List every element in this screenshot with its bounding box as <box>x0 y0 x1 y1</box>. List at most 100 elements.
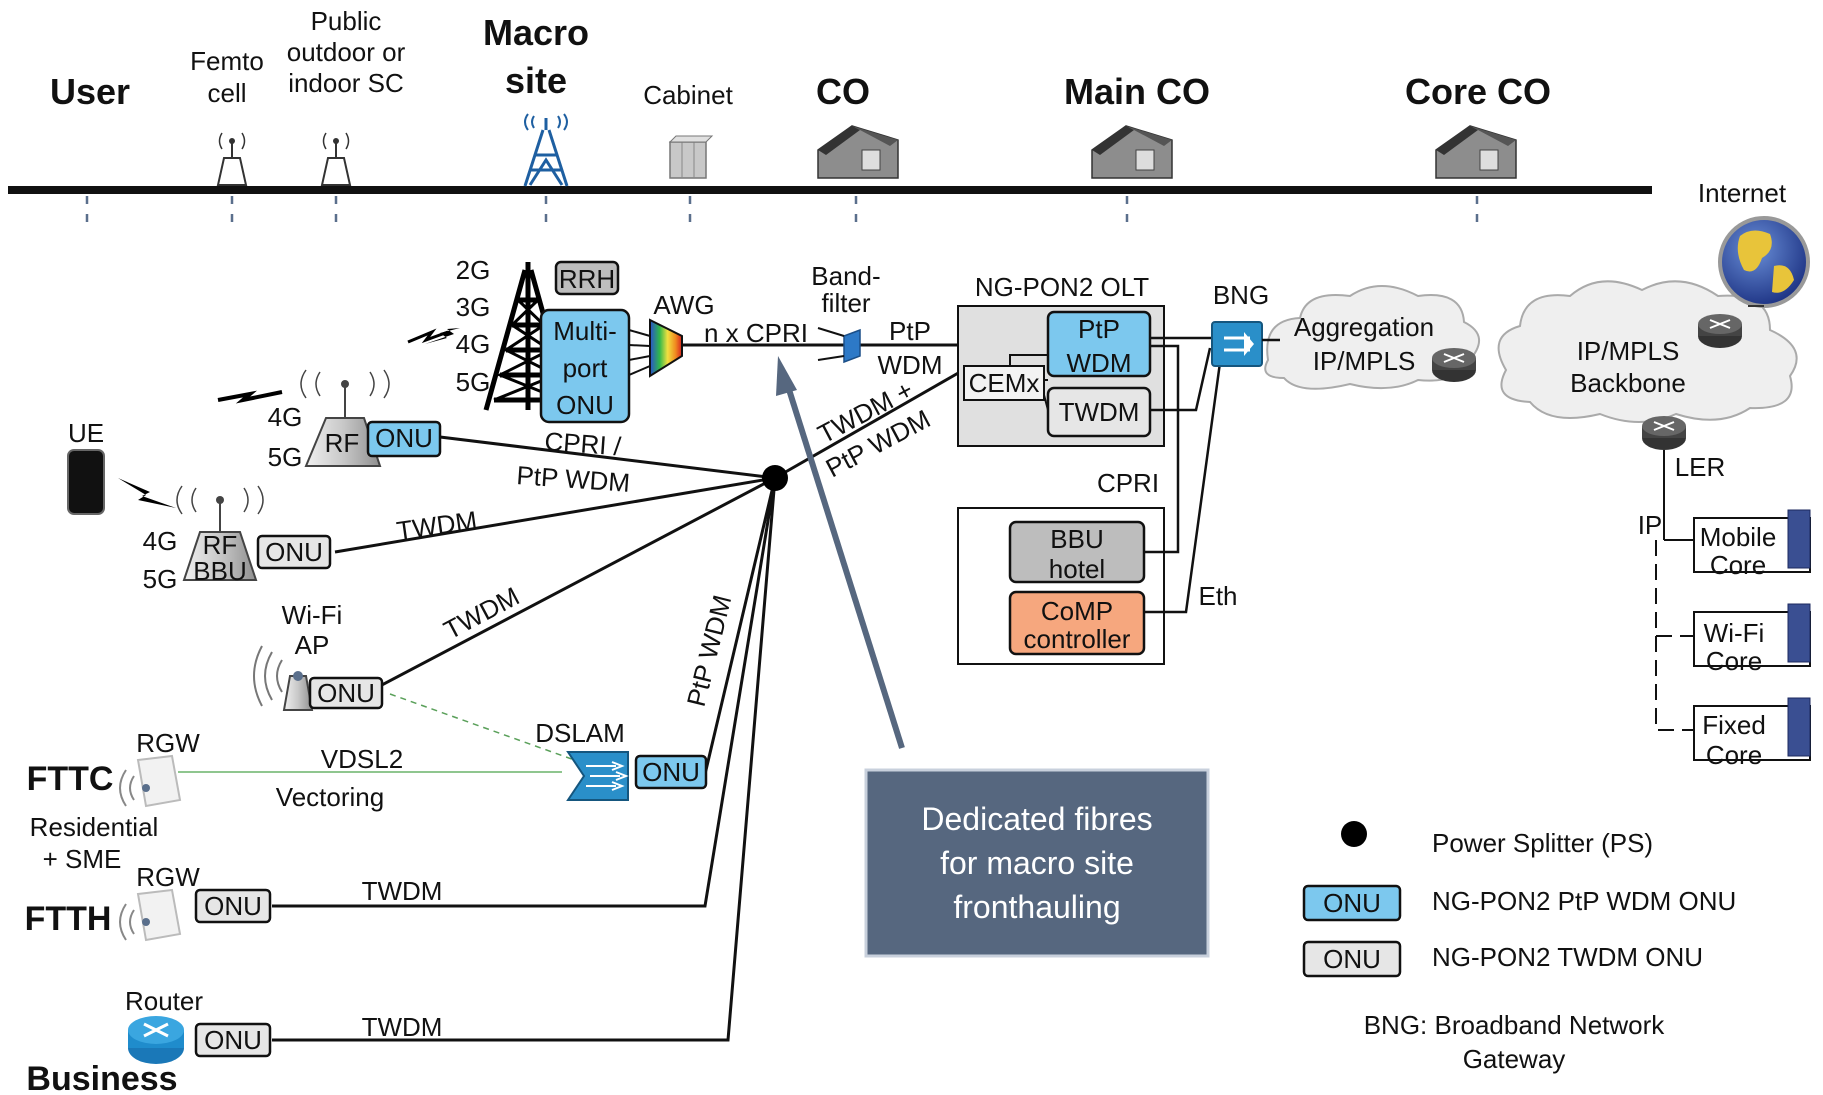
rf1-onu-box <box>366 420 442 458</box>
wifi-ap-icon <box>282 675 314 711</box>
rrh-box <box>554 260 620 296</box>
label-user: User <box>50 71 130 112</box>
legend-ptp-onu-text: ONU <box>1323 888 1381 918</box>
wifi-dslam-link <box>389 693 581 763</box>
wifi-ap-1: Wi-Fi <box>282 600 343 630</box>
comp-box <box>1008 590 1146 656</box>
legend-twdm-onu-box <box>1302 940 1402 978</box>
ptp-label-2: WDM <box>878 350 943 380</box>
ptp-wdm-vertical: PtP WDM <box>681 592 738 710</box>
awg-icon <box>649 318 683 378</box>
ler-router-icon <box>1642 416 1686 450</box>
rf1-label: RF <box>325 428 360 458</box>
cpri-ptp-1: CPRI / <box>544 426 623 461</box>
server-icon <box>1787 697 1811 757</box>
olt-bng-links <box>1144 336 1224 614</box>
business-label: Business <box>26 1060 177 1095</box>
label-femto-1: Femto <box>190 46 264 76</box>
legend-bng-2: Gateway <box>1463 1044 1566 1074</box>
rf-bbu-icon <box>182 531 258 581</box>
bandfilter-2: filter <box>821 288 870 318</box>
olt-title: NG-PON2 OLT <box>975 272 1149 302</box>
legend-ps-label: Power Splitter (PS) <box>1432 828 1653 858</box>
rfbbu-1: RF <box>203 530 238 560</box>
rf1-gen-4g: 4G <box>268 402 303 432</box>
aggregation-cloud: Aggregation IP/MPLS <box>1264 285 1480 390</box>
small-cell-icon <box>320 132 352 186</box>
bb-2: Backbone <box>1570 368 1686 398</box>
twdm-label-2: TWDM <box>439 581 524 645</box>
vdsl-2: Vectoring <box>276 782 384 812</box>
mobile-core-1: Mobile <box>1700 522 1777 552</box>
comp-2: controller <box>1024 624 1131 654</box>
olt-ptp-2: WDM <box>1067 348 1132 378</box>
business-router-icon <box>128 1016 184 1064</box>
router-label: Router <box>125 986 203 1016</box>
olt-cpri: CPRI <box>1097 468 1159 498</box>
femto-cell-icon <box>216 132 248 186</box>
legend-twdm-onu-text: ONU <box>1323 944 1381 974</box>
cemx-box <box>963 365 1045 401</box>
residential-1: Residential <box>30 812 159 842</box>
rf2-gen-4g: 4G <box>143 526 178 556</box>
dslam-onu-label: ONU <box>642 757 700 787</box>
business-onu-label: ONU <box>204 1025 262 1055</box>
core-servers: IP Mobile Core Wi-Fi Core Fixed Core <box>1638 450 1811 770</box>
label-co: CO <box>816 71 870 112</box>
olt-ptp-box <box>1046 310 1152 378</box>
legend: Power Splitter (PS) ONU NG-PON2 PtP WDM … <box>1302 821 1736 1074</box>
rgw-label-1: RGW <box>136 728 200 758</box>
wireless-bolt-icon-2 <box>407 328 449 344</box>
backbone-router-icon <box>1698 314 1742 348</box>
rgw-icon-2 <box>119 888 182 942</box>
rgw-label-2: RGW <box>136 862 200 892</box>
rfbbu-onu-box <box>256 534 332 570</box>
wireless-bolt-icon-4 <box>217 390 283 404</box>
ue-phone-icon <box>67 449 105 515</box>
power-splitter <box>762 465 788 491</box>
label-main-co: Main CO <box>1064 71 1210 112</box>
residential-2: + SME <box>43 844 122 874</box>
label-macro-2: site <box>505 60 567 101</box>
vdsl-1: VDSL2 <box>321 744 403 774</box>
olt-twdm: TWDM <box>1059 397 1140 427</box>
ftth-label: FTTH <box>25 900 112 938</box>
onu-awg-links <box>628 329 651 376</box>
bng-router-icon <box>1211 321 1263 367</box>
internet-label: Internet <box>1698 178 1787 208</box>
legend-ptp-onu-label: NG-PON2 PtP WDM ONU <box>1432 886 1736 916</box>
internet-globe-icon <box>1718 216 1810 308</box>
rfbbu-2: BBU <box>193 556 246 586</box>
ftth-onu-label: ONU <box>204 891 262 921</box>
callout-2: for macro site <box>940 845 1134 881</box>
multiport-onu-2: port <box>563 353 609 383</box>
multiport-onu-box <box>539 308 631 424</box>
legend-ptp-onu-box <box>1302 884 1402 922</box>
ftth-onu-box <box>194 888 272 924</box>
wireless-bolt-icon-3 <box>118 478 176 508</box>
twdm-label-1: TWDM <box>395 505 479 546</box>
multiport-onu-3: ONU <box>556 390 614 420</box>
ncpri-label: n x CPRI <box>704 318 808 348</box>
dslam-icon <box>566 751 629 801</box>
cabinet-icon <box>668 135 714 179</box>
gen-2g: 2G <box>456 255 491 285</box>
wifi-core-2: Core <box>1706 646 1762 676</box>
bbu-2: hotel <box>1049 554 1105 584</box>
bng-label: BNG <box>1213 280 1269 310</box>
label-public-1: Public <box>311 6 382 36</box>
fttc-label: FTTC <box>27 760 114 798</box>
twdm-label-4: TWDM <box>362 1012 443 1042</box>
awg-label: AWG <box>653 290 714 320</box>
ue-label: UE <box>68 418 104 448</box>
rfbbu-onu-label: ONU <box>265 537 323 567</box>
server-icon <box>1787 509 1811 569</box>
agg-1: Aggregation <box>1294 312 1434 342</box>
multiport-onu-1: Multi- <box>553 316 617 346</box>
label-public-3: indoor SC <box>288 68 404 98</box>
bb-1: IP/MPLS <box>1577 336 1680 366</box>
mobile-core-2: Core <box>1710 550 1766 580</box>
label-public-2: outdoor or <box>287 37 406 67</box>
server-icon <box>1787 603 1811 663</box>
rgw-icon <box>119 754 182 808</box>
